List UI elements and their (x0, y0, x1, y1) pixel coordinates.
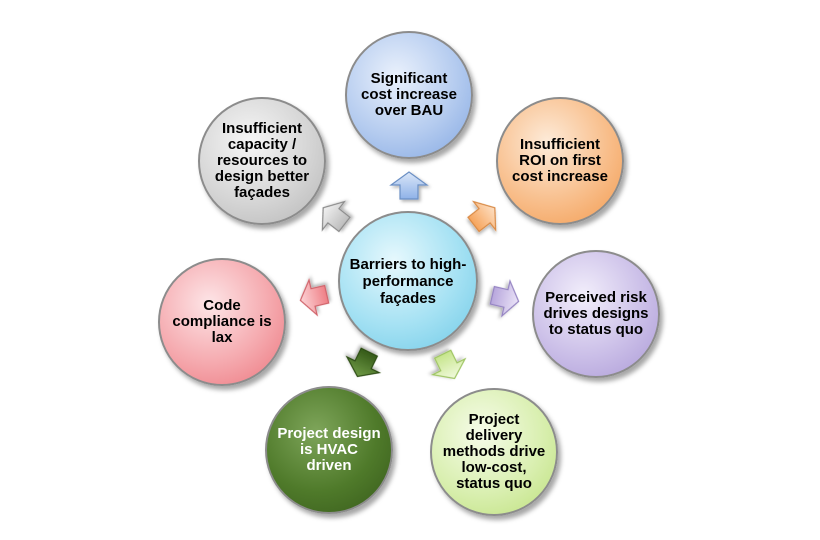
arrow-to-delivery (430, 349, 467, 380)
node-risk-label: Perceived risk drives designs to status … (543, 289, 649, 338)
arrow-to-roi (467, 200, 497, 233)
arrow-to-cost (389, 171, 429, 200)
node-risk: Perceived risk drives designs to status … (532, 250, 660, 378)
arrow-to-code (299, 277, 330, 317)
node-code: Code compliance is lax (158, 258, 286, 386)
center-node: Barriers to high-performance façades (338, 211, 478, 351)
node-roi: Insufficient ROI on first cost increase (496, 97, 624, 225)
arrow-to-risk (489, 278, 520, 318)
node-capacity-label: Insufficient capacity / resources to des… (214, 120, 310, 201)
node-cost-label: Significant cost increase over BAU (361, 70, 457, 119)
node-hvac: Project design is HVAC driven (265, 386, 393, 514)
node-code-label: Code compliance is lax (172, 297, 272, 346)
center-label: Barriers to high-performance façades (349, 255, 467, 307)
node-delivery: Project delivery methods drive low-cost,… (430, 388, 558, 516)
node-roi-label: Insufficient ROI on first cost increase (512, 136, 608, 185)
arrow-to-hvac (345, 347, 382, 378)
node-capacity: Insufficient capacity / resources to des… (198, 97, 326, 225)
node-hvac-label: Project design is HVAC driven (277, 425, 381, 474)
arrow-to-capacity (321, 200, 351, 233)
node-cost: Significant cost increase over BAU (345, 31, 473, 159)
node-delivery-label: Project delivery methods drive low-cost,… (442, 411, 546, 492)
